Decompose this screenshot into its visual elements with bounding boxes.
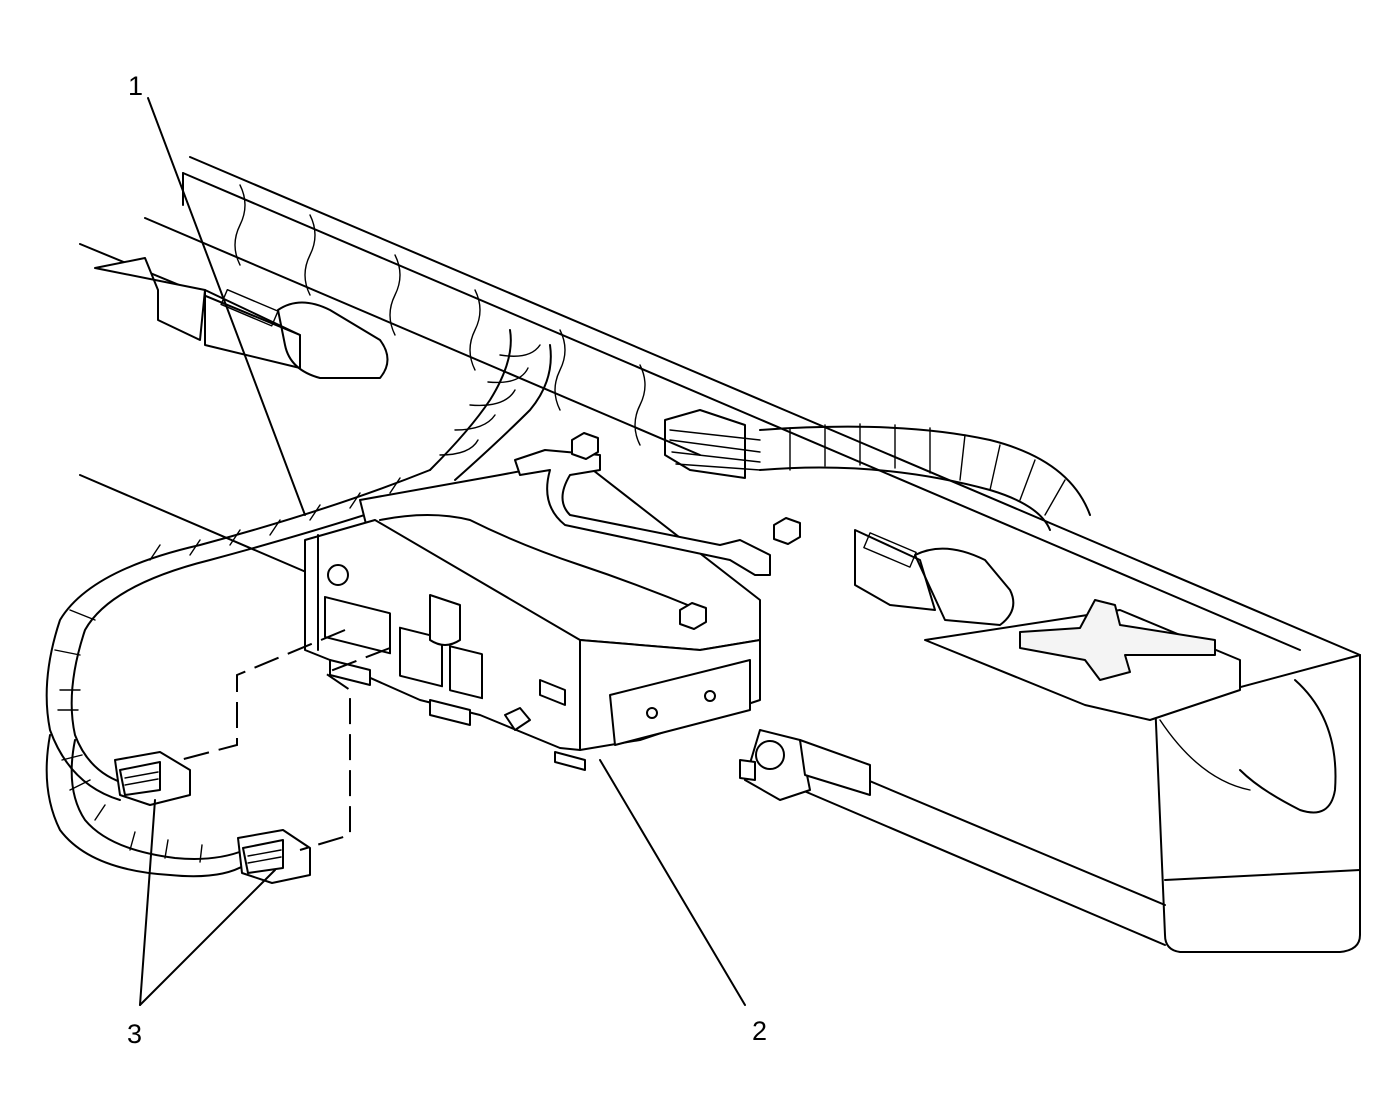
body-structure xyxy=(79,156,1361,953)
callout-2: 2 xyxy=(752,1016,767,1046)
control-module xyxy=(304,432,871,801)
connector-alignment-lines xyxy=(179,629,391,851)
callout-1: 1 xyxy=(128,71,143,101)
connector-lower xyxy=(237,829,311,884)
connector-upper xyxy=(114,751,191,806)
wiring-harness xyxy=(429,329,1091,531)
callout-3: 3 xyxy=(127,1019,142,1049)
callout-leaders xyxy=(139,97,746,1006)
pigtail-harness xyxy=(45,469,441,878)
